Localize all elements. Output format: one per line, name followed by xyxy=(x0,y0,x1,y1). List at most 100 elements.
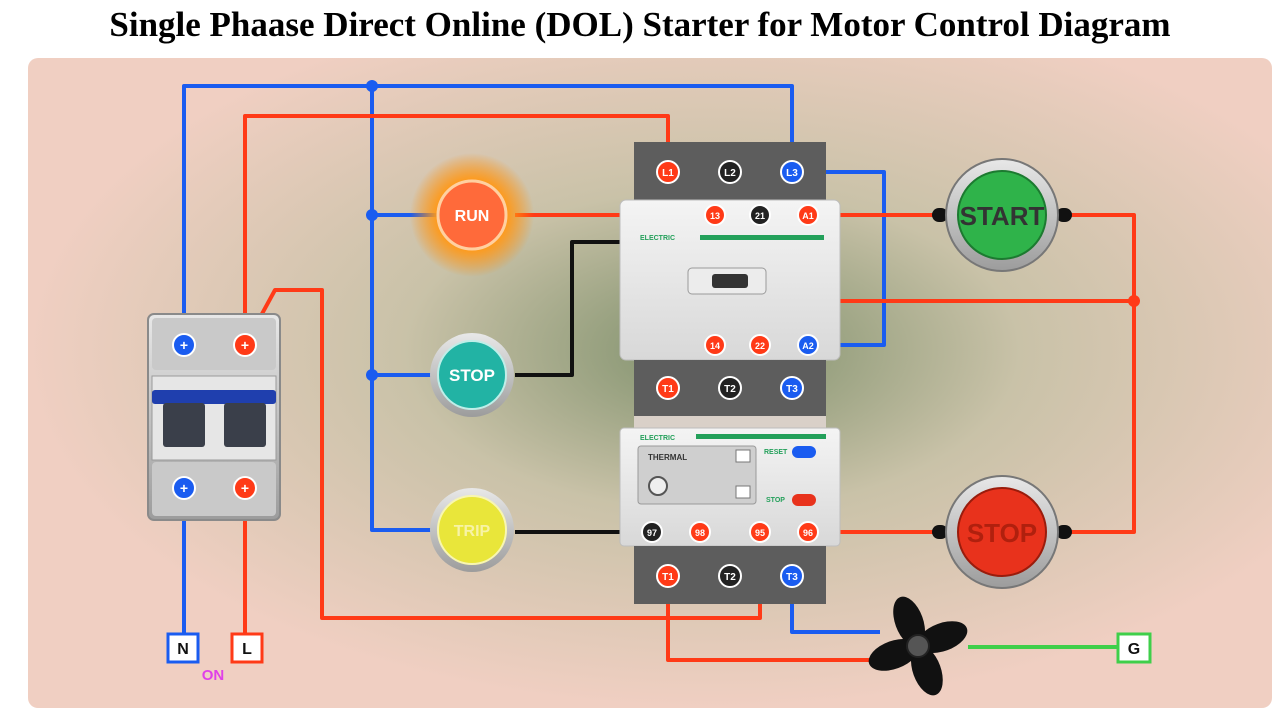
fan-blade xyxy=(868,639,919,671)
terminal-relay-t1 xyxy=(656,564,680,588)
line-supply-label: L xyxy=(242,641,252,658)
fan-blade xyxy=(917,621,968,653)
terminal-relay-t3 xyxy=(780,564,804,588)
fan-hub xyxy=(906,634,930,658)
terminal-a2 xyxy=(797,334,819,356)
terminal-label: T3 xyxy=(786,572,798,583)
terminal-label: 21 xyxy=(755,211,765,221)
contactor-indicator xyxy=(712,274,748,288)
neutral-wire-breaker-to-l3 xyxy=(182,84,794,345)
terminal-contactor-t3 xyxy=(780,376,804,400)
terminal-label: 98 xyxy=(695,528,705,538)
breaker-terminal-label: + xyxy=(241,480,249,496)
relay-reset-button[interactable] xyxy=(792,446,816,458)
terminal-96 xyxy=(797,521,819,543)
breaker-top-section xyxy=(152,318,276,370)
relay-thermal-label: THERMAL xyxy=(648,453,687,462)
stop-push-button[interactable]: STOP xyxy=(932,475,1072,589)
neutral-wire-lamp-bus xyxy=(370,86,440,532)
start-button-face[interactable] xyxy=(957,170,1047,260)
terminal-label: T2 xyxy=(724,384,736,395)
supply-terminals: N L ON G xyxy=(166,632,1152,684)
terminal-14 xyxy=(704,334,726,356)
breaker-terminal-top-neutral xyxy=(172,333,196,357)
supply-state-label: ON xyxy=(202,667,225,684)
terminal-l1 xyxy=(656,160,680,184)
terminals: L1 L2 L3 13 21 A1 14 22 A2 T1 T2 T3 97 9… xyxy=(641,160,819,588)
contactor-brand-strip xyxy=(700,235,824,240)
start-push-button[interactable]: START xyxy=(932,158,1072,272)
terminal-13 xyxy=(704,204,726,226)
neutral-supply-label: N xyxy=(177,641,189,658)
ground-label: G xyxy=(1128,641,1140,658)
terminal-label: T1 xyxy=(662,572,674,583)
run-lamp-label: RUN xyxy=(455,208,490,225)
stop-lamp-face xyxy=(437,340,507,410)
terminal-label: T1 xyxy=(662,384,674,395)
stop-button-label: STOP xyxy=(967,518,1037,548)
breaker-handle-bar[interactable] xyxy=(152,390,276,404)
junction-dot xyxy=(366,80,378,92)
terminal-label: A1 xyxy=(802,211,814,221)
neutral-supply-box xyxy=(166,632,200,664)
relay-arrow-up[interactable] xyxy=(735,449,751,463)
start-button-label: START xyxy=(960,201,1045,231)
stop-button-face[interactable] xyxy=(957,487,1047,577)
breaker-toggle-left[interactable] xyxy=(163,403,205,447)
terminal-label: 97 xyxy=(647,528,657,538)
terminal-21 xyxy=(749,204,771,226)
terminal-a1 xyxy=(797,204,819,226)
trip-lamp-face xyxy=(437,495,507,565)
relay-stop-label: STOP xyxy=(766,497,785,504)
stop-button-stub-right xyxy=(1056,525,1072,539)
start-button-stub-right xyxy=(1056,208,1072,222)
breaker-terminal-label: + xyxy=(241,337,249,353)
terminal-relay-t2 xyxy=(718,564,742,588)
relay-dial-panel xyxy=(637,445,757,505)
relay-brand: ELECTRIC xyxy=(640,435,675,442)
terminal-label: L3 xyxy=(786,168,798,179)
stop-button-stub-left xyxy=(932,525,948,539)
terminal-l2 xyxy=(718,160,742,184)
terminal-98 xyxy=(689,521,711,543)
trip-lamp-label: TRIP xyxy=(454,523,491,540)
diagram-title: Single Phaase Direct Online (DOL) Starte… xyxy=(109,5,1171,44)
relay-arrow-down[interactable] xyxy=(735,485,751,499)
relay-brand-strip xyxy=(696,434,826,439)
fan-blade xyxy=(893,596,925,647)
terminal-97 xyxy=(641,521,663,543)
terminal-label: A2 xyxy=(802,341,814,351)
terminal-22 xyxy=(749,334,771,356)
neutral-wire-l3-to-a2 xyxy=(792,170,886,347)
junction-dot xyxy=(366,209,378,221)
terminal-contactor-t2 xyxy=(718,376,742,400)
relay-stop-button[interactable] xyxy=(792,494,816,506)
breaker-bottom-section xyxy=(152,462,276,516)
terminal-label: 96 xyxy=(803,528,813,538)
ground-box xyxy=(1116,632,1152,664)
junction-dot xyxy=(1128,295,1140,307)
run-lamp: RUN xyxy=(410,153,534,277)
relay-reset-label: RESET xyxy=(764,449,788,456)
line-supply-box xyxy=(230,632,264,664)
stop-lamp: STOP xyxy=(430,333,514,417)
terminal-label: L2 xyxy=(724,168,736,179)
terminal-label: 14 xyxy=(710,341,720,351)
start-button-stub-left xyxy=(932,208,948,222)
fan-motor-icon xyxy=(868,596,968,696)
stop-lamp-label: STOP xyxy=(449,366,495,385)
terminal-label: T2 xyxy=(724,572,736,583)
phase-wire-start-to-stop xyxy=(1060,213,1136,534)
breaker-toggle-right[interactable] xyxy=(224,403,266,447)
breaker-terminal-bottom-line xyxy=(233,476,257,500)
fan-blade xyxy=(911,645,943,696)
terminal-95 xyxy=(749,521,771,543)
circuit-breaker: + + + + xyxy=(147,313,281,521)
terminal-label: L1 xyxy=(662,168,674,179)
relay-dial-icon[interactable] xyxy=(648,476,668,496)
terminal-label: T3 xyxy=(786,384,798,395)
terminal-label: 13 xyxy=(710,211,720,221)
breaker-terminal-label: + xyxy=(180,337,188,353)
trip-lamp: TRIP xyxy=(430,488,514,572)
junction-dot xyxy=(366,369,378,381)
